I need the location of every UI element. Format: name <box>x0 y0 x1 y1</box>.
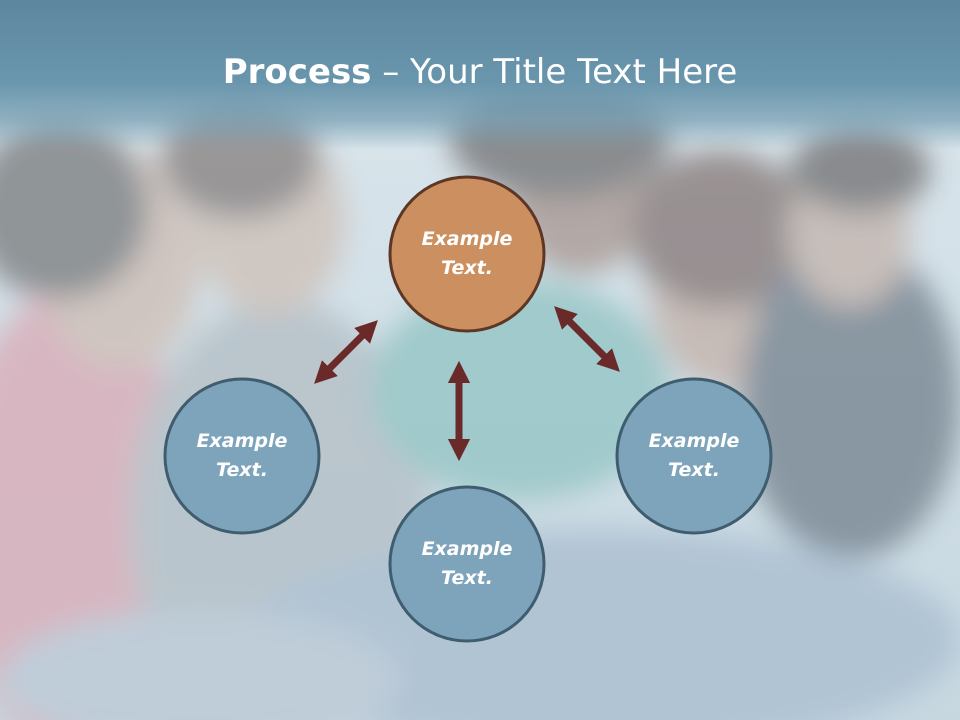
node-circle-bottom <box>388 485 546 643</box>
node-bottom-line1: Example <box>421 538 513 560</box>
node-right-line2: Text. <box>668 459 720 481</box>
title-strong: Process <box>222 52 372 92</box>
arrow-top-right <box>554 306 620 372</box>
title-rest: – Your Title Text Here <box>371 52 738 92</box>
node-left-line1: Example <box>196 430 288 452</box>
title-bar: Process – Your Title Text Here <box>0 0 960 150</box>
node-label-right: Example Text. <box>619 427 769 485</box>
node-left-line2: Text. <box>216 459 268 481</box>
node-circle-top <box>388 175 546 333</box>
node-right-line1: Example <box>648 430 740 452</box>
node-circle-right <box>615 377 773 535</box>
node-top-line2: Text. <box>441 257 493 279</box>
node-label-left: Example Text. <box>167 427 317 485</box>
node-bottom-line2: Text. <box>441 567 493 589</box>
node-circle-left <box>163 377 321 535</box>
node-label-top: Example Text. <box>392 225 542 283</box>
arrow-top-left <box>314 320 378 384</box>
node-label-bottom: Example Text. <box>392 535 542 593</box>
node-top-line1: Example <box>421 228 513 250</box>
slide-title: Process – Your Title Text Here <box>0 52 960 92</box>
